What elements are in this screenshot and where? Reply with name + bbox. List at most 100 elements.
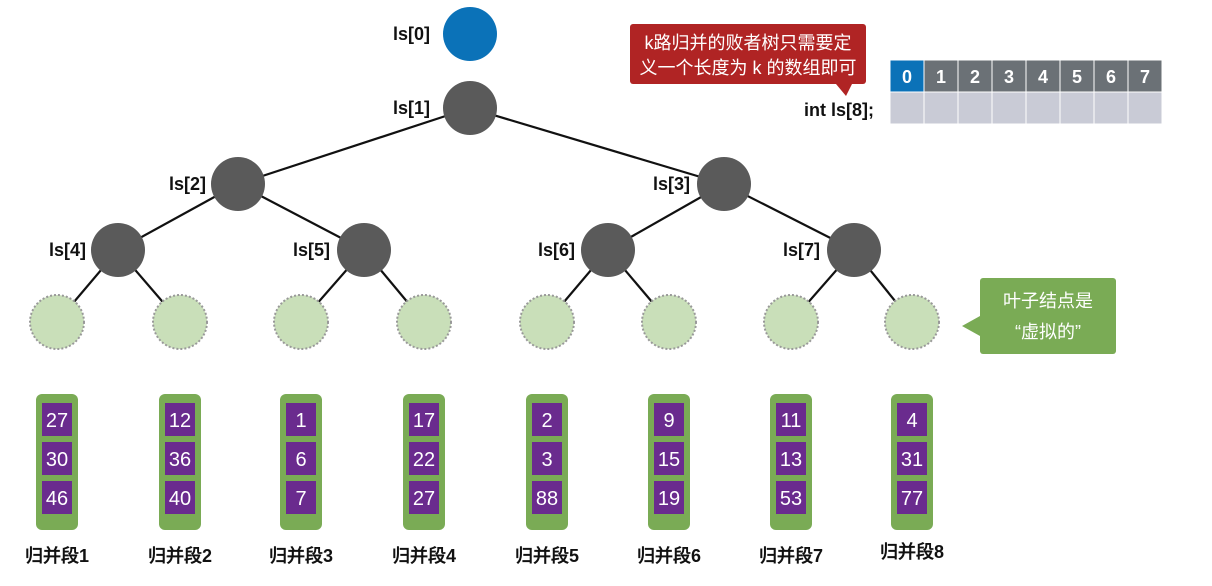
merge-segment: 4 31 77 归并段8 — [880, 394, 944, 562]
segment-value-cell — [897, 403, 927, 436]
segment-value-cell — [776, 442, 806, 475]
segment-value: 77 — [901, 488, 923, 510]
virtual-leaf-node — [884, 294, 940, 350]
merge-segments: 273046归并段1123640归并段2167归并段3172227归并段4238… — [25, 394, 944, 566]
internal-node — [827, 223, 881, 277]
segment-value: 11 — [781, 410, 802, 432]
segment-label: 归并段6 — [637, 545, 701, 566]
callout-tail — [962, 316, 980, 336]
segment-value: 3 — [541, 449, 552, 471]
segment-value-cell — [42, 442, 72, 475]
segment-label: 归并段1 — [25, 545, 89, 566]
array-value-cell — [991, 91, 1027, 125]
array-value-cell — [1025, 91, 1061, 125]
tree-edges — [56, 106, 913, 323]
callout-line-2: “虚拟的” — [1015, 322, 1081, 342]
array-value-cell — [1127, 91, 1163, 125]
node-label: ls[1] — [393, 98, 430, 118]
segment-value: 31 — [901, 449, 923, 471]
virtual-leaf-node — [641, 294, 697, 350]
segment-value-cell — [286, 403, 316, 436]
array-index-label: 4 — [1038, 67, 1048, 87]
virtual-leaf-node — [763, 294, 819, 350]
internal-node — [91, 223, 145, 277]
segment-label: 归并段8 — [880, 541, 944, 562]
callout-line-2: 义一个长度为 k 的数组即可 — [639, 58, 856, 78]
callout-box — [630, 24, 866, 84]
internal-node — [581, 223, 635, 277]
segment-value: 36 — [169, 449, 191, 471]
segment-value-cell — [286, 442, 316, 475]
segment-value: 17 — [413, 410, 435, 432]
segment-value-cell — [776, 403, 806, 436]
internal-node — [337, 223, 391, 277]
array-value-cell — [957, 91, 993, 125]
segment-value: 13 — [780, 449, 802, 471]
array-index-label: 3 — [1004, 67, 1014, 87]
tree-node-labels: ls[0]ls[1]ls[2]ls[3]ls[4]ls[5]ls[6]ls[7] — [49, 24, 820, 260]
node-label: ls[7] — [783, 240, 820, 260]
node-label: ls[4] — [49, 240, 86, 260]
segment-value: 6 — [295, 449, 306, 471]
array-explanation-callout: k路归并的败者树只需要定 义一个长度为 k 的数组即可 — [630, 24, 866, 96]
array-index-label: 7 — [1140, 67, 1150, 87]
array-index-label: 0 — [902, 67, 912, 87]
segment-value: 9 — [663, 410, 674, 432]
internal-node — [211, 157, 265, 211]
array-index-cell — [991, 59, 1027, 93]
callout-line-1: k路归并的败者树只需要定 — [645, 33, 852, 53]
segment-label: 归并段7 — [759, 545, 823, 566]
segment-value-cell — [409, 481, 439, 514]
array-index-label: 2 — [970, 67, 980, 87]
segment-value-cell — [42, 403, 72, 436]
tree-edge — [237, 106, 471, 186]
segment-value-cell — [897, 442, 927, 475]
segment-value-cell — [409, 403, 439, 436]
segment-value-cell — [409, 442, 439, 475]
array-index-label: 5 — [1072, 67, 1082, 87]
segment-value-cell — [654, 481, 684, 514]
node-label: ls[5] — [293, 240, 330, 260]
segment-label: 归并段4 — [392, 545, 456, 566]
segment-value: 46 — [46, 488, 68, 510]
virtual-leaf-node — [396, 294, 452, 350]
segment-value-cell — [532, 403, 562, 436]
segment-value-cell — [532, 481, 562, 514]
virtual-leaf-node — [29, 294, 85, 350]
virtual-leaf-node — [519, 294, 575, 350]
segment-value-cell — [165, 442, 195, 475]
segment-value-cell — [776, 481, 806, 514]
array-value-cell — [923, 91, 959, 125]
virtual-leaf-callout: 叶子结点是 “虚拟的” — [962, 278, 1116, 354]
segment-value: 7 — [295, 488, 306, 510]
array-index-label: 6 — [1106, 67, 1116, 87]
internal-node — [697, 157, 751, 211]
segment-value-cell — [654, 403, 684, 436]
segment-value: 19 — [658, 488, 680, 510]
callout-box — [980, 278, 1116, 354]
merge-segment: 27 30 46 归并段1 — [25, 394, 89, 566]
segment-value: 30 — [46, 449, 68, 471]
array-index-label: 1 — [936, 67, 946, 87]
segment-value-cell — [42, 481, 72, 514]
array-declaration: int ls[8]; — [804, 100, 874, 120]
segment-value: 15 — [658, 449, 680, 471]
segment-value: 27 — [46, 410, 68, 432]
callout-tail — [836, 84, 852, 96]
segment-value-cell — [286, 481, 316, 514]
virtual-leaf-node — [152, 294, 208, 350]
segment-value: 4 — [906, 410, 917, 432]
root-node — [443, 7, 497, 61]
node-label: ls[6] — [538, 240, 575, 260]
segment-value-cell — [654, 442, 684, 475]
node-label: ls[3] — [653, 174, 690, 194]
segment-value: 1 — [295, 410, 306, 432]
segment-value-cell — [532, 442, 562, 475]
array-index-cell — [1093, 59, 1129, 93]
